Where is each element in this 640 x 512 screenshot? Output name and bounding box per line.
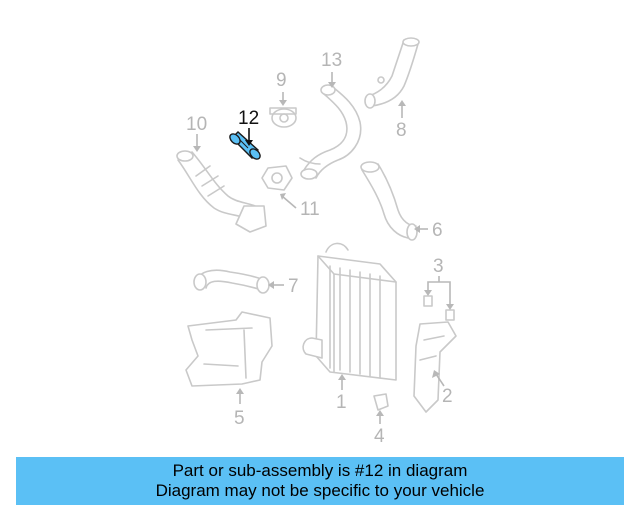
parts-diagram: 13 9 8 12 10 11 6 7 3 (176, 37, 457, 447)
banner-line-part: Part or sub-assembly is #12 in diagram (172, 461, 468, 480)
callout-8[interactable]: 8 (396, 100, 407, 141)
callout-3[interactable]: 3 (424, 256, 454, 310)
callout-label-13: 13 (321, 50, 342, 71)
callout-label-5: 5 (234, 408, 245, 429)
callout-label-2: 2 (442, 386, 453, 407)
callout-label-7: 7 (288, 276, 299, 297)
part-1-intercooler[interactable] (302, 242, 397, 381)
part-10-air-hose[interactable] (176, 150, 267, 233)
part-7-pipe[interactable] (193, 269, 270, 294)
callout-11[interactable]: 11 (280, 193, 320, 220)
part-6-hose[interactable] (360, 161, 418, 241)
banner-line-disclaimer: Diagram may not be specific to your vehi… (155, 481, 485, 500)
part-12-highlighted-hose[interactable] (228, 131, 262, 161)
callout-label-1: 1 (336, 392, 347, 413)
callout-13[interactable]: 13 (321, 50, 342, 88)
part-5-shroud[interactable] (185, 311, 273, 387)
part-13-hose[interactable] (299, 84, 362, 180)
part-3-bolts[interactable] (423, 295, 455, 321)
callout-label-6: 6 (432, 220, 443, 241)
callout-7[interactable]: 7 (268, 276, 299, 297)
callout-1[interactable]: 1 (336, 374, 347, 413)
info-banner: Part or sub-assembly is #12 in diagram D… (16, 457, 624, 505)
callout-5[interactable]: 5 (234, 388, 245, 429)
part-9-valve[interactable] (269, 107, 297, 128)
callout-label-9: 9 (276, 70, 287, 91)
part-11-flange[interactable] (261, 165, 293, 191)
callout-label-10: 10 (186, 114, 207, 135)
callout-label-12: 12 (238, 108, 259, 129)
callout-label-8: 8 (396, 120, 407, 141)
callout-9[interactable]: 9 (276, 70, 287, 106)
callout-2[interactable]: 2 (432, 370, 453, 407)
callout-label-3: 3 (433, 256, 444, 277)
callout-4[interactable]: 4 (374, 410, 385, 447)
callout-10[interactable]: 10 (186, 114, 207, 152)
callout-12[interactable]: 12 (238, 108, 259, 146)
part-4-fitting[interactable] (373, 393, 389, 411)
part-8-hose[interactable] (364, 37, 420, 109)
callout-6[interactable]: 6 (414, 220, 443, 241)
part-2-bracket[interactable] (413, 321, 457, 413)
callout-label-11: 11 (300, 199, 320, 220)
callout-label-4: 4 (374, 426, 385, 447)
